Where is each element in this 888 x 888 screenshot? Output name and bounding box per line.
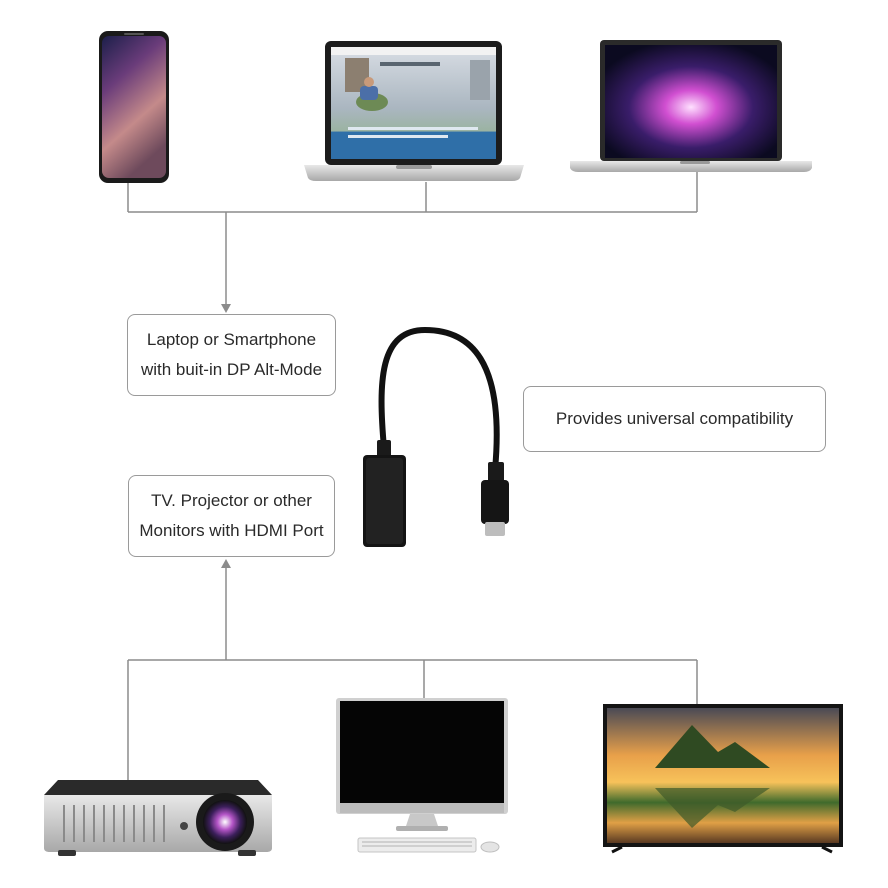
target-label-line1: TV. Projector or other — [151, 491, 312, 510]
laptop-icon — [570, 40, 812, 172]
arrow-down-icon — [221, 304, 231, 313]
usb-c-to-hdmi-adapter-icon — [363, 326, 509, 547]
tv-icon — [603, 704, 843, 854]
source-label-line1: Laptop or Smartphone — [146, 330, 317, 349]
target-label-line2: Monitors with HDMI Port — [139, 521, 324, 540]
arrow-up-icon — [221, 559, 231, 568]
source-device-label: Laptop or Smartphone with buit-in DP Alt… — [127, 314, 336, 396]
source-label-line2: with buit-in DP Alt-Mode — [140, 360, 323, 379]
target-device-label: TV. Projector or other Monitors with HDM… — [128, 475, 335, 557]
smartphone-icon — [99, 31, 169, 183]
projector-icon — [44, 780, 272, 856]
bottom-connector-lines — [127, 566, 698, 780]
top-connector-lines — [127, 172, 698, 306]
macbook-icon — [304, 41, 524, 181]
compatibility-label: Provides universal compatibility — [523, 386, 826, 452]
monitor-icon — [336, 698, 508, 853]
